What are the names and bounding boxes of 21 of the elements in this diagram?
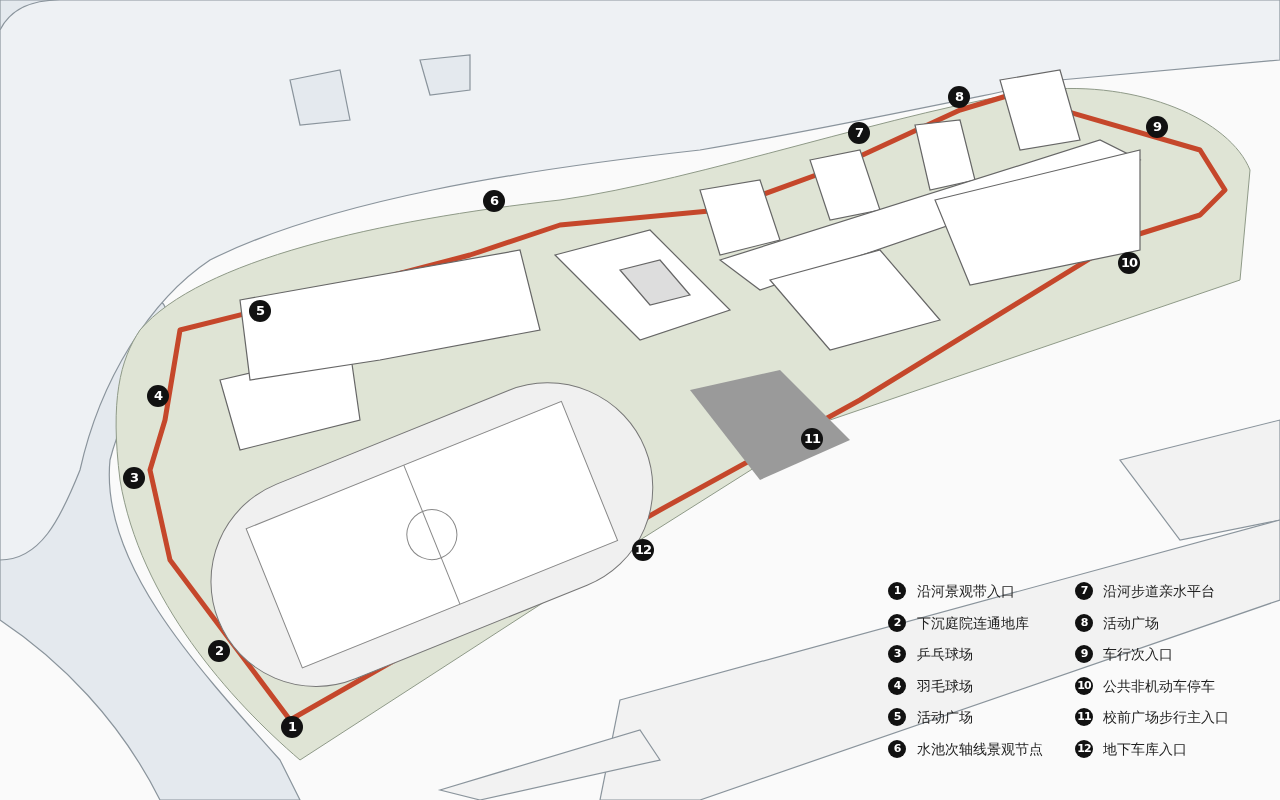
place-name: 乒乓球场: [917, 645, 973, 663]
callout-number: 10: [1075, 676, 1093, 695]
place-name: 活动广场: [1103, 613, 1159, 632]
place-name: 羽毛球场: [917, 676, 973, 695]
place-name: 公共非机动车停车: [1103, 676, 1215, 695]
callout-number: 7: [848, 122, 870, 144]
place-name: 校前广场步行主入口: [1103, 708, 1229, 726]
callout-number: 6: [483, 190, 505, 212]
place-name: 水池次轴线景观节点: [917, 739, 1043, 758]
callout-number: 12: [632, 539, 654, 561]
place-name: 沿河景观带入口: [917, 582, 1015, 600]
callout-number: 6: [888, 739, 906, 758]
callout-number: 12: [1075, 739, 1093, 758]
place-name: 沿河步道亲水平台: [1103, 582, 1215, 600]
place-name: 地下车库入口: [1103, 739, 1187, 758]
callout-number: 2: [888, 613, 906, 632]
place-name: 下沉庭院连通地库: [917, 613, 1029, 632]
callout-number: 11: [1075, 708, 1093, 726]
place-name: 活动广场: [917, 708, 973, 726]
place-name: 车行次入口: [1103, 645, 1173, 663]
callout-number: 1: [888, 582, 906, 600]
